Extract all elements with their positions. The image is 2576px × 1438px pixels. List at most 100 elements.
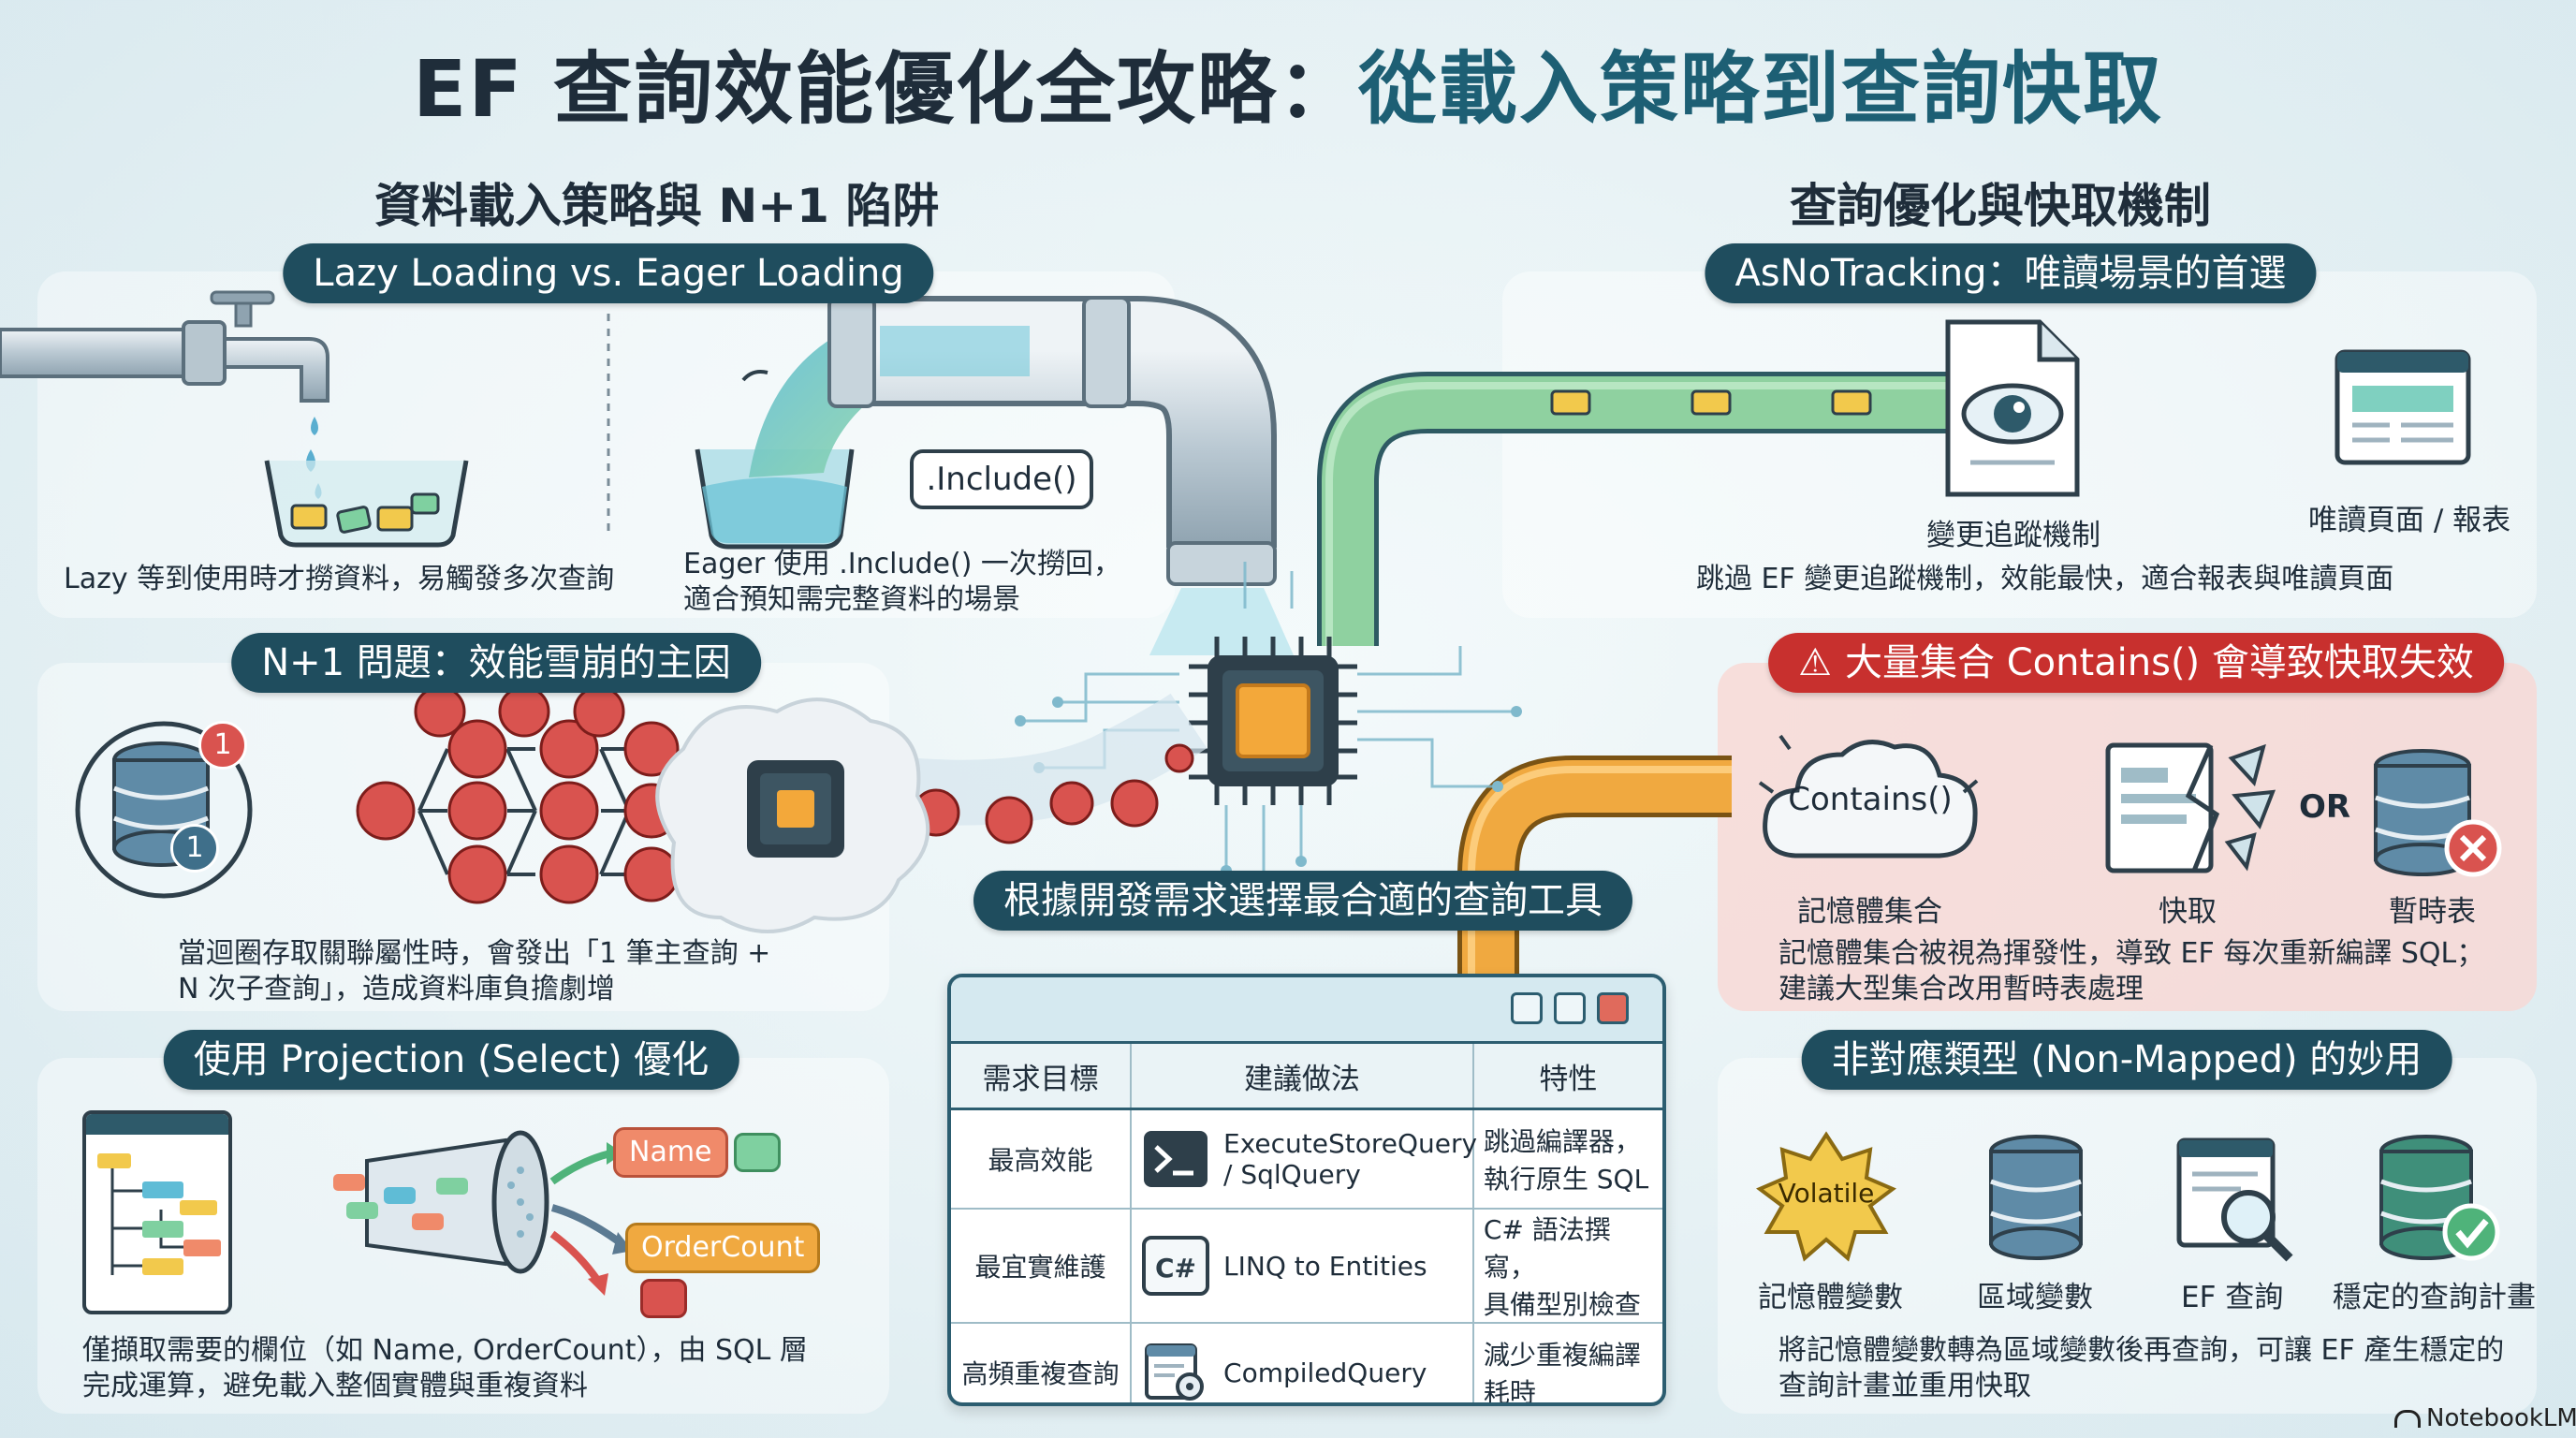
feature-line-2: 執行原生 SQL bbox=[1483, 1164, 1649, 1195]
label-readonly: 唯讀頁面 / 報表 bbox=[2308, 504, 2511, 537]
feature-line-1: 跳過編譯器， bbox=[1483, 1126, 1641, 1157]
lazy-caption: Lazy 等到使用時才撈資料，易觸發多次查詢 bbox=[64, 563, 615, 595]
non-mapped-pill: 非對應類型 (Non-Mapped) 的妙用 bbox=[1801, 1030, 2452, 1090]
method-line-1: CompiledQuery bbox=[1223, 1357, 1427, 1388]
query-tool-table: 需求目標 建議做法 特性 最高效能 ExecuteStoreQuery/ Sql… bbox=[951, 1044, 1662, 1406]
query-bubbles bbox=[912, 743, 1194, 844]
contains-pill: ⚠大量集合 Contains() 會導致快取失效 bbox=[1768, 633, 2504, 693]
field-chip-green bbox=[734, 1133, 781, 1172]
header-goal: 需求目標 bbox=[951, 1044, 1133, 1110]
row-feature: 減少重複編譯耗時 bbox=[1473, 1323, 1662, 1406]
field-ordercount-tag: OrderCount bbox=[625, 1223, 821, 1273]
row-method: ExecuteStoreQuery/ SqlQuery bbox=[1131, 1108, 1477, 1210]
brand-icon bbox=[2394, 1410, 2421, 1428]
eager-caption-1: Eager 使用 .Include() 一次撈回， bbox=[683, 548, 1121, 580]
csharp-icon: C# bbox=[1142, 1236, 1210, 1296]
label-cache: 快取 bbox=[2159, 895, 2217, 929]
center-pill: 根據開發需求選擇最合適的查詢工具 bbox=[973, 871, 1632, 931]
table-row: 最高效能 ExecuteStoreQuery/ SqlQuery 跳過編譯器， 執… bbox=[951, 1108, 1662, 1210]
lazy-eager-pill: Lazy Loading vs. Eager Loading bbox=[283, 243, 934, 303]
projection-caption-2: 完成運算，避免載入整個實體與重複資料 bbox=[82, 1370, 588, 1402]
contains-caption-2: 建議大型集合改用暫時表處理 bbox=[1778, 973, 2144, 1005]
feature-line-1: 減少重複編譯 bbox=[1483, 1340, 1641, 1371]
window-titlebar bbox=[951, 977, 1662, 1044]
label-memvar: 記憶體變數 bbox=[1758, 1281, 1903, 1314]
badge-top: 1 bbox=[198, 721, 247, 770]
compiled-doc-icon bbox=[1145, 1343, 1205, 1401]
label-memory: 記憶體集合 bbox=[1797, 895, 1942, 929]
row-goal: 最高效能 bbox=[951, 1108, 1133, 1210]
feature-line-1: C# 語法撰寫， bbox=[1483, 1214, 1611, 1283]
local-variable-db-icon bbox=[1989, 1135, 2083, 1260]
svg-text:C#: C# bbox=[1155, 1253, 1196, 1284]
ef-query-magnifier-icon bbox=[2176, 1137, 2293, 1262]
warning-icon: ⚠ bbox=[1798, 641, 1832, 684]
row-goal: 高頻重複查詢 bbox=[951, 1323, 1133, 1402]
central-chip-icon bbox=[1189, 637, 1357, 805]
field-chip-red bbox=[640, 1279, 687, 1318]
volatile-burst-icon bbox=[1756, 1131, 1896, 1262]
eager-caption-2: 適合預知需完整資料的場景 bbox=[683, 583, 1020, 616]
faucet-icon bbox=[0, 290, 329, 403]
terminal-icon bbox=[1144, 1131, 1208, 1187]
brand-text: NotebookLM bbox=[2426, 1404, 2576, 1432]
eye-document-icon bbox=[1945, 319, 2080, 497]
minimize-button[interactable] bbox=[1511, 992, 1543, 1024]
row-goal: 最宜實維護 bbox=[951, 1209, 1133, 1324]
label-tracking: 變更追蹤機制 bbox=[1926, 519, 2100, 552]
method-line-1: ExecuteStoreQuery bbox=[1223, 1128, 1478, 1159]
broken-cache-icon bbox=[2105, 742, 2276, 873]
header-method: 建議做法 bbox=[1131, 1044, 1474, 1110]
n-plus-one-caption-1: 當迴圈存取關聯屬性時，會發出「1 筆主查詢 + bbox=[178, 937, 771, 970]
report-window-icon bbox=[2334, 349, 2471, 465]
main-title-part2: 從載入策略到查詢快取 bbox=[1358, 43, 2164, 135]
close-button[interactable] bbox=[1597, 992, 1629, 1024]
feature-line-2: 具備型別檢查 bbox=[1483, 1289, 1641, 1320]
header-feature: 特性 bbox=[1472, 1044, 1662, 1110]
label-localvar: 區域變數 bbox=[1977, 1281, 2093, 1314]
projection-pill: 使用 Projection (Select) 優化 bbox=[163, 1030, 739, 1090]
label-temp: 暫時表 bbox=[2389, 895, 2476, 929]
table-header-row: 需求目標 建議做法 特性 bbox=[951, 1044, 1662, 1110]
brand-logo: NotebookLM bbox=[2394, 1404, 2576, 1432]
maximize-button[interactable] bbox=[1554, 992, 1586, 1024]
label-efquery: EF 查詢 bbox=[2181, 1281, 2284, 1314]
include-label: .Include() bbox=[910, 449, 1093, 509]
feature-line-2: 耗時 bbox=[1483, 1377, 1536, 1406]
table-row: 最宜實維護 C# LINQ to Entities C# 語法撰寫， 具備型別檢查 bbox=[951, 1209, 1662, 1324]
table-row: 高頻重複查詢 CompiledQuery 減少重複編譯耗時 bbox=[951, 1323, 1662, 1406]
bowl-icon bbox=[264, 460, 469, 548]
row-feature: 跳過編譯器， 執行原生 SQL bbox=[1472, 1108, 1662, 1210]
sub-query-nodes bbox=[356, 685, 680, 904]
label-plan: 穩定的查詢計畫 bbox=[2333, 1281, 2536, 1314]
cloud-text: Contains() bbox=[1788, 781, 1953, 818]
temp-table-db-icon bbox=[2374, 749, 2502, 877]
overloaded-chip-icon bbox=[747, 760, 844, 858]
main-title: EF 查詢效能優化全攻略：從載入策略到查詢快取 bbox=[0, 26, 2576, 139]
main-title-part1: EF 查詢效能優化全攻略： bbox=[412, 43, 1358, 135]
n-plus-one-pill: N+1 問題：效能雪崩的主因 bbox=[231, 633, 761, 693]
query-tool-window: 需求目標 建議做法 特性 最高效能 ExecuteStoreQuery/ Sql… bbox=[947, 974, 1666, 1406]
or-text: OR bbox=[2299, 788, 2351, 826]
method-line-2: / SqlQuery bbox=[1223, 1159, 1361, 1190]
asnotracking-pill: AsNoTracking：唯讀場景的首選 bbox=[1705, 243, 2317, 303]
non-mapped-caption-2: 查詢計畫並重用快取 bbox=[1778, 1370, 2031, 1402]
field-name-tag: Name bbox=[613, 1127, 728, 1178]
badge-bottom: 1 bbox=[170, 824, 219, 873]
right-section-title: 查詢優化與快取機制 bbox=[1790, 179, 2211, 233]
cloud-icon bbox=[1758, 734, 1979, 858]
method-line-1: LINQ to Entities bbox=[1223, 1250, 1427, 1282]
stable-plan-db-icon bbox=[2379, 1135, 2500, 1261]
entity-diagram-icon bbox=[82, 1110, 232, 1314]
row-method: CompiledQuery bbox=[1131, 1323, 1474, 1402]
row-feature: C# 語法撰寫， 具備型別檢查 bbox=[1472, 1209, 1662, 1324]
projection-caption-1: 僅擷取需要的欄位（如 Name, OrderCount），由 SQL 層 bbox=[82, 1334, 808, 1367]
n-plus-one-caption-2: N 次子查詢」，造成資料庫負擔劇增 bbox=[178, 973, 615, 1005]
volatile-text: Volatile bbox=[1778, 1178, 1875, 1209]
contains-caption-1: 記憶體集合被視為揮發性，導致 EF 每次重新編譯 SQL； bbox=[1778, 937, 2485, 970]
row-method: C# LINQ to Entities bbox=[1131, 1209, 1474, 1324]
left-section-title: 資料載入策略與 N+1 陷阱 bbox=[374, 179, 940, 233]
non-mapped-caption-1: 將記憶體變數轉為區域變數後再查詢，可讓 EF 產生穩定的 bbox=[1778, 1334, 2505, 1367]
eager-bowl-icon bbox=[695, 448, 855, 550]
